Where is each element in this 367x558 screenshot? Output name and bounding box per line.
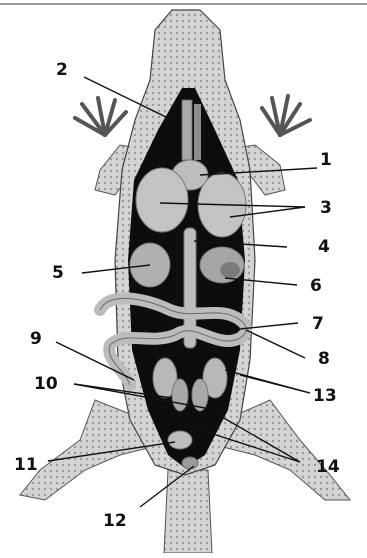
left-hand bbox=[75, 98, 126, 135]
cloaca bbox=[182, 457, 198, 469]
left-lung bbox=[136, 168, 188, 232]
label-13: 13 bbox=[313, 386, 337, 406]
trachea bbox=[182, 100, 192, 160]
label-2: 2 bbox=[56, 60, 68, 80]
label-10: 10 bbox=[34, 374, 58, 394]
right-hand bbox=[262, 96, 310, 135]
bladder bbox=[168, 431, 192, 449]
label-1: 1 bbox=[320, 150, 332, 170]
label-6: 6 bbox=[310, 276, 322, 296]
label-8: 8 bbox=[318, 349, 330, 369]
left-gonad bbox=[172, 379, 188, 411]
label-4: 4 bbox=[318, 237, 330, 257]
label-5: 5 bbox=[52, 263, 64, 283]
esophagus bbox=[194, 104, 201, 160]
label-11: 11 bbox=[14, 455, 38, 475]
label-9: 9 bbox=[30, 329, 42, 349]
label-14: 14 bbox=[316, 457, 340, 477]
label-7: 7 bbox=[312, 314, 324, 334]
organ-6-inner bbox=[220, 262, 240, 278]
label-3: 3 bbox=[320, 198, 332, 218]
label-12: 12 bbox=[103, 511, 127, 531]
